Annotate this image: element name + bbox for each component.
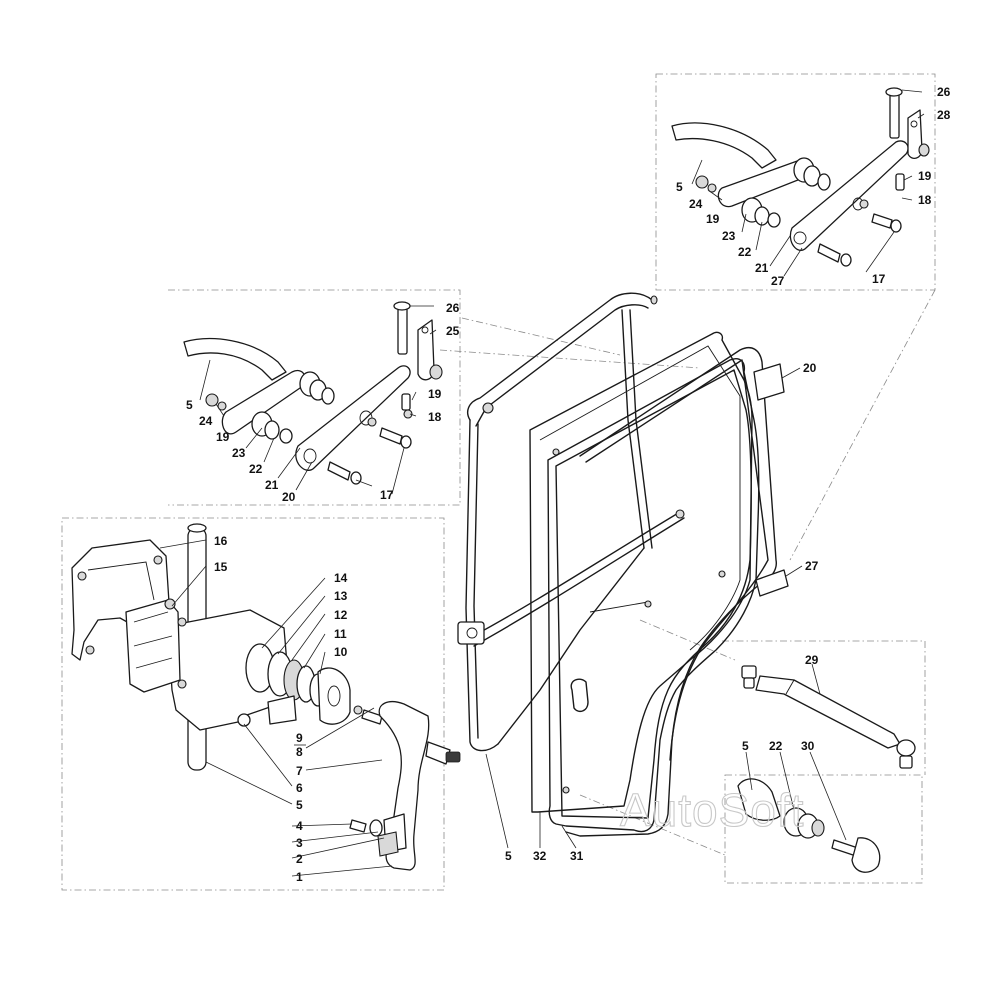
callout-label: 17 [872, 272, 886, 286]
callout-label: 2 [296, 852, 303, 866]
callouts-upper-right: 26 28 5 24 19 23 22 21 27 19 18 17 [676, 85, 951, 288]
leader-lines [159, 89, 925, 877]
callout-label: 21 [755, 261, 769, 275]
door-tube-frame [467, 292, 653, 421]
callout-label: 7 [296, 764, 303, 778]
gas-strut-29 [755, 675, 901, 749]
callout-label: 10 [334, 645, 348, 659]
callout-label: 5 [186, 398, 193, 412]
callout-label: 22 [738, 245, 752, 259]
frame-middle-left [168, 289, 461, 506]
callout-label: 27 [805, 559, 819, 573]
callouts-middle-left: 26 25 5 24 19 23 22 21 20 19 18 17 [186, 301, 460, 504]
door-handle [570, 678, 589, 713]
hinge-arm-tube-middle [183, 337, 287, 381]
inner-handle [378, 701, 430, 871]
callout-label: 22 [249, 462, 263, 476]
callout-label: 30 [801, 739, 815, 753]
callout-label: 24 [199, 414, 213, 428]
callout-label: 23 [232, 446, 246, 460]
callout-label: 11 [334, 627, 347, 641]
mount-bracket-5 [737, 778, 781, 821]
door-rubber-seal [547, 358, 760, 833]
hinge-assembly-upper [671, 87, 930, 267]
catch-plate-10 [317, 667, 351, 725]
callout-label: 18 [918, 193, 932, 207]
door-hinge-block [457, 621, 485, 645]
callout-label: 5 [505, 849, 512, 863]
gas-strut-assembly [737, 665, 916, 873]
group-frames [61, 73, 936, 891]
callout-label: 25 [446, 324, 460, 338]
callout-label: 26 [446, 301, 460, 315]
callout-label: 18 [428, 410, 442, 424]
callout-label: 3 [296, 836, 303, 850]
frame-latch [61, 517, 445, 891]
callout-label: 19 [216, 430, 230, 444]
hinge-plate-upper [789, 140, 909, 251]
frame-strut [722, 640, 926, 775]
callout-label: 32 [533, 849, 547, 863]
door-frame [457, 292, 789, 837]
callout-label: 27 [771, 274, 785, 288]
latch-bracket-16 [71, 539, 171, 661]
hinge-assembly-middle [183, 301, 443, 485]
striker-plate [267, 695, 297, 725]
callouts-door: 20 27 5 32 31 [505, 361, 819, 863]
callout-label: 15 [214, 560, 228, 574]
callout-label: 26 [937, 85, 951, 99]
door-bracket-27 [755, 569, 789, 597]
callout-label: 31 [570, 849, 584, 863]
callouts-latch: 16 15 14 13 12 11 10 9 8 7 6 5 4 3 2 1 [214, 534, 348, 884]
callout-label: 17 [380, 488, 394, 502]
callout-label: 24 [689, 197, 703, 211]
callout-label: 5 [742, 739, 749, 753]
hinge-arm-tube-upper [671, 122, 777, 169]
callout-label: 23 [722, 229, 736, 243]
callout-label: 12 [334, 608, 348, 622]
callout-label: 6 [296, 781, 303, 795]
callout-label: 19 [918, 169, 932, 183]
callout-label: 5 [676, 180, 683, 194]
door-glass-panel [529, 331, 753, 813]
callout-label: 13 [334, 589, 348, 603]
callout-label: 20 [282, 490, 296, 504]
callout-label: 20 [803, 361, 817, 375]
callout-label: 4 [296, 819, 303, 833]
latch-assembly [71, 523, 461, 871]
callout-label: 21 [265, 478, 279, 492]
callout-label: 1 [296, 870, 303, 884]
door-bracket-20 [753, 363, 785, 401]
callout-label: 5 [296, 798, 303, 812]
callouts-strut: 29 5 22 30 [742, 653, 819, 753]
callout-label: 16 [214, 534, 228, 548]
leader-connections [439, 289, 936, 856]
callout-label: 19 [428, 387, 442, 401]
callout-label: 9 [296, 731, 303, 745]
callout-label: 29 [805, 653, 819, 667]
callout-label: 14 [334, 571, 348, 585]
callout-label: 28 [937, 108, 951, 122]
frame-strut-detail [724, 774, 923, 884]
pin-middle [397, 307, 408, 355]
hinge-plate-middle [295, 365, 411, 471]
callout-label: 8 [296, 745, 303, 759]
watermark: AutoSoft [620, 784, 804, 836]
pin-upper [889, 93, 900, 139]
door-outer-frame [565, 346, 777, 837]
callout-label: 19 [706, 212, 720, 226]
callout-label: 22 [769, 739, 783, 753]
